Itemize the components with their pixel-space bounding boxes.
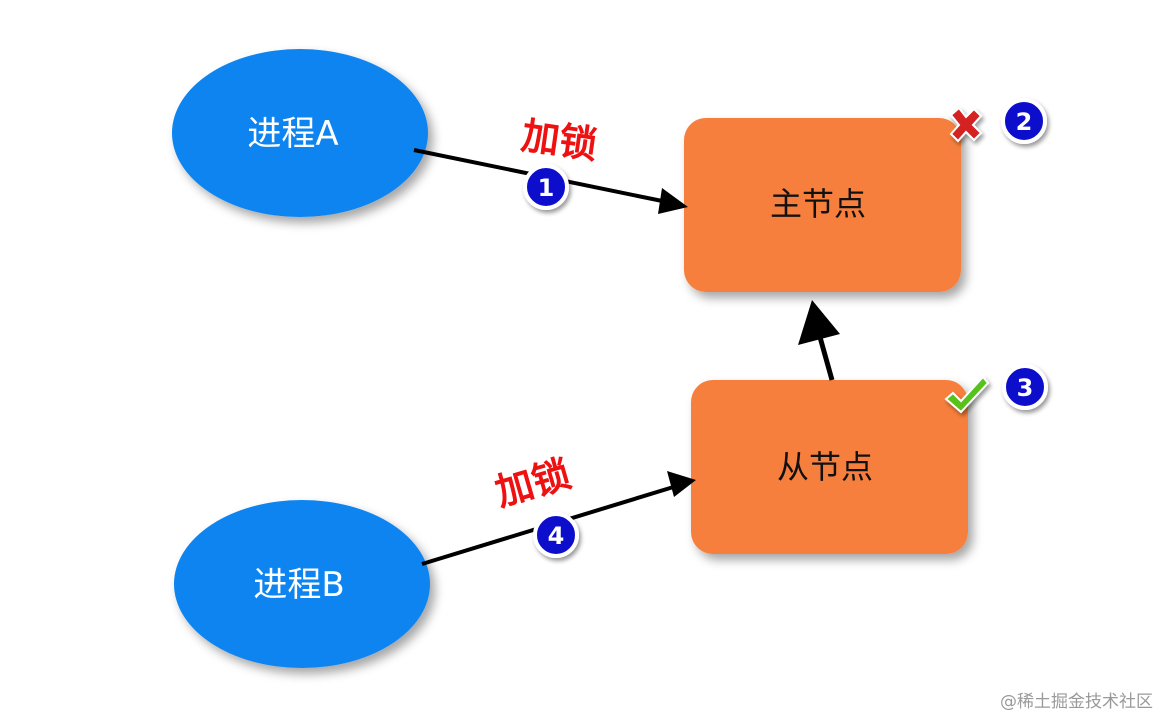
master-node: 主节点 bbox=[684, 118, 961, 292]
cross-icon bbox=[949, 106, 983, 143]
process-a: 进程A bbox=[172, 49, 428, 217]
lock-label-b: 加锁 bbox=[490, 451, 575, 514]
step-badge-3: 3 bbox=[1002, 364, 1048, 410]
step-badge-2-number: 2 bbox=[1016, 108, 1033, 136]
check-icon bbox=[944, 375, 990, 414]
step-badge-2: 2 bbox=[1001, 98, 1047, 144]
step-badge-1: 1 bbox=[523, 164, 569, 210]
process-a-label: 进程A bbox=[247, 114, 338, 154]
process-b: 进程B bbox=[174, 500, 430, 668]
slave-node: 从节点 bbox=[691, 380, 968, 554]
lock-label-a: 加锁 bbox=[519, 113, 600, 167]
step-badge-3-number: 3 bbox=[1017, 374, 1034, 402]
edge-slave-to-master bbox=[798, 300, 840, 381]
watermark: @稀土掘金技术社区 bbox=[1000, 692, 1153, 712]
step-badge-4: 4 bbox=[533, 512, 579, 558]
slave-node-label: 从节点 bbox=[777, 448, 873, 486]
master-node-label: 主节点 bbox=[770, 185, 866, 223]
process-b-label: 进程B bbox=[253, 565, 344, 605]
step-badge-1-number: 1 bbox=[538, 174, 555, 202]
step-badge-4-number: 4 bbox=[548, 522, 565, 550]
